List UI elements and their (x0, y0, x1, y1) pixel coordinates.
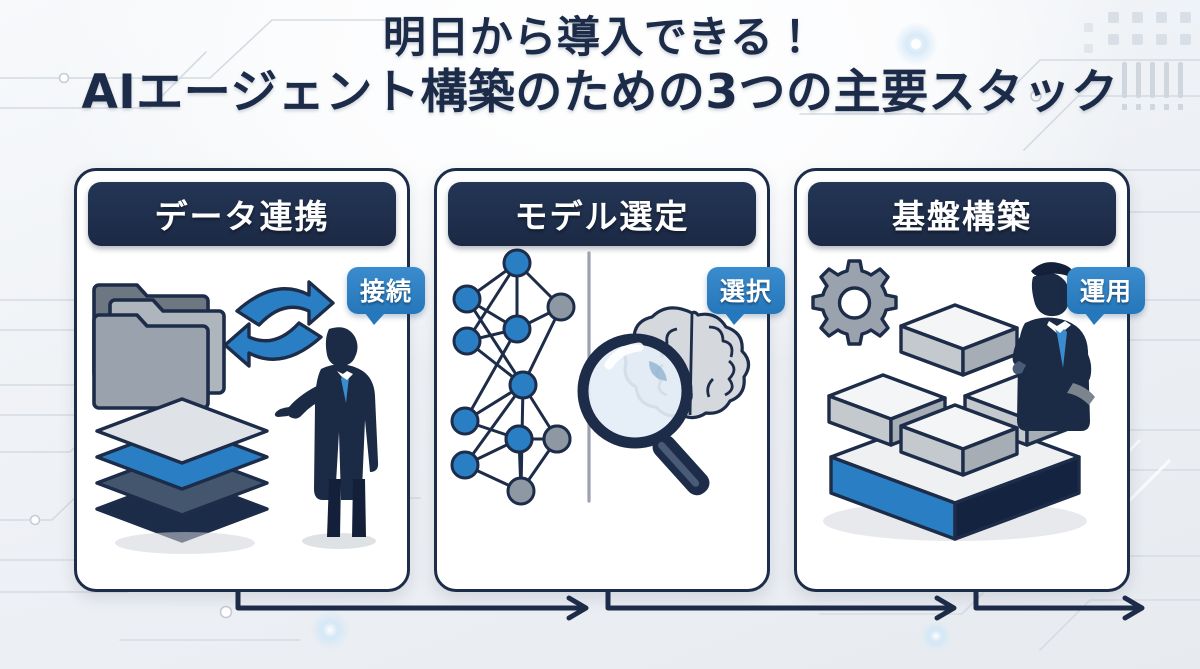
businessman-pointing-icon (274, 327, 379, 549)
badge-connection: 接続 (346, 267, 425, 325)
card-model-selection[interactable]: モデル選定 選択 (434, 168, 785, 592)
folder-stack-icon (92, 283, 226, 410)
badge-label: 接続 (359, 277, 412, 306)
card-header-platform-build: 基盤構築 (808, 182, 1116, 246)
flow-arrow-1 (235, 583, 587, 611)
badge-label: 運用 (1079, 277, 1132, 306)
title-line-1: 明日から導入できる！ (382, 13, 818, 63)
gear-icon (811, 259, 898, 346)
badge-label: 選択 (719, 277, 772, 306)
card-header-model-selection: モデル選定 (448, 182, 756, 246)
neural-network-icon (450, 248, 576, 506)
badge-selection: 選択 (706, 267, 785, 325)
layered-sheets-icon (95, 397, 269, 543)
card-data-integration[interactable]: データ連携 接続 (74, 168, 425, 592)
badge-operation: 運用 (1066, 267, 1145, 325)
card-header-label: 基盤構築 (892, 197, 1032, 236)
flow-arrow-1-head (566, 595, 589, 621)
card-platform-build[interactable]: 基盤構築 運用 (794, 168, 1145, 592)
magnifying-glass-icon (577, 333, 710, 496)
title-line-2: AIエージェント構築のための3つの主要スタック (81, 64, 1119, 120)
stack-cards-row: データ連携 接続 (74, 168, 1145, 592)
card-header-data-integration: データ連携 (88, 182, 396, 246)
bidirectional-sync-arrows-icon (223, 280, 335, 368)
page-title: 明日から導入できる！ AIエージェント構築のための3つの主要スタック (0, 13, 1200, 120)
illustration-model-selection (437, 243, 767, 583)
card-header-label: モデル選定 (514, 197, 690, 236)
card-header-label: データ連携 (154, 197, 330, 236)
